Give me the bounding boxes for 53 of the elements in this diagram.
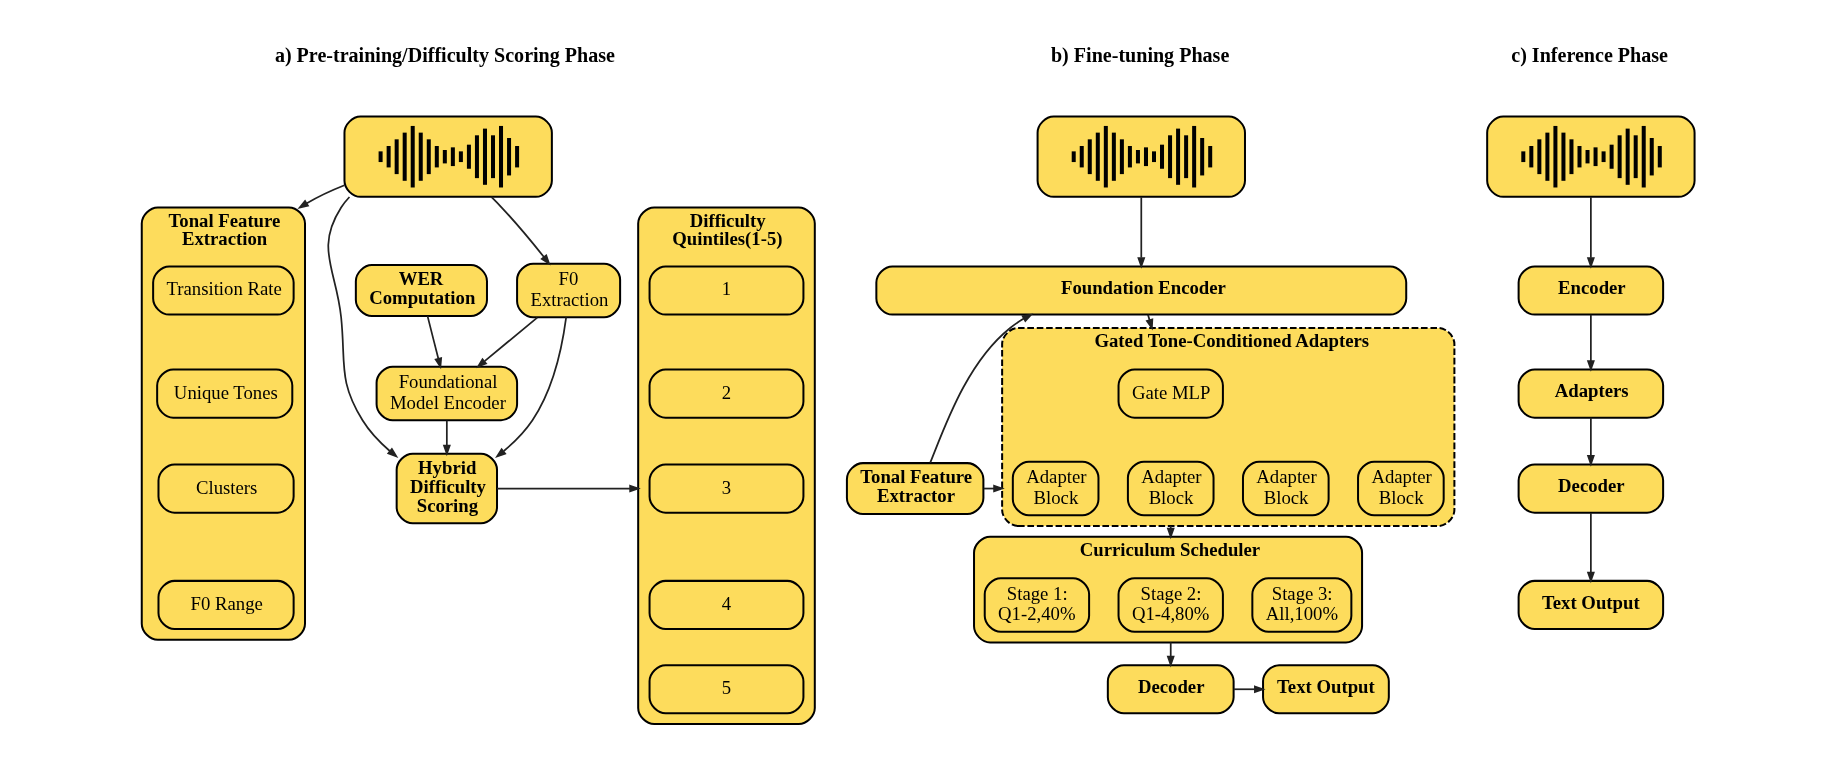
arrow (1166, 525, 1175, 540)
node-box: Transition Rate (151, 265, 295, 316)
arrow (489, 196, 551, 266)
node-box: Text Output (1261, 664, 1390, 715)
node-picture (1485, 115, 1696, 198)
node-picture (342, 115, 553, 198)
node-box: Gate MLP (1117, 368, 1224, 419)
node-box: Adapters (1517, 368, 1664, 419)
node-box: Foundational Model Encoder (375, 365, 518, 422)
node-box: Tonal Feature Extractor (845, 462, 984, 515)
arrow (475, 316, 538, 369)
node-box: Clusters (157, 463, 295, 514)
arrow (296, 184, 345, 209)
node-box: 3 (648, 463, 804, 514)
node-box: F0 Extraction (515, 262, 621, 319)
arrow (928, 313, 1033, 464)
node-box: Adapter Block (1241, 460, 1330, 517)
node-box: Stage 1: Q1-2,40% (983, 577, 1090, 633)
arrow (1232, 685, 1266, 694)
node-box: Adapter Block (1126, 460, 1215, 517)
node-box: 5 (648, 664, 804, 715)
arrow (1586, 512, 1595, 584)
node-box: Foundation Encoder (874, 265, 1407, 316)
node-box: Decoder (1517, 463, 1664, 514)
node-box: Adapter Block (1011, 460, 1099, 517)
node-box: F0 Range (157, 579, 295, 631)
node-box: 2 (648, 368, 804, 419)
arrow (426, 315, 442, 370)
node-box: 4 (648, 579, 804, 631)
arrow (1145, 313, 1153, 331)
node-box: Decoder (1106, 664, 1235, 715)
arrow (494, 316, 567, 459)
arrow (327, 196, 398, 458)
node-box: Stage 2: Q1-4,80% (1117, 577, 1224, 633)
arrow (1136, 196, 1145, 269)
node-box: WER Computation (354, 264, 488, 317)
arrow (442, 419, 451, 457)
node-box: 1 (648, 265, 804, 316)
arrow (495, 484, 641, 493)
node-box: Text Output (1517, 579, 1664, 631)
arrow (1586, 313, 1595, 372)
node-box: Hybrid Difficulty Scoring (395, 452, 498, 525)
label: b) Fine-tuning Phase (1050, 44, 1229, 67)
node-box: Adapter Block (1356, 460, 1445, 517)
node-box: Encoder (1517, 265, 1664, 316)
arrow (1586, 416, 1595, 467)
arrow (1166, 641, 1175, 668)
node-box: Unique Tones (155, 368, 293, 419)
node-picture (1036, 115, 1246, 198)
label: c) Inference Phase (1510, 44, 1668, 67)
arrow (1586, 196, 1595, 269)
node-box: Stage 3: All,100% (1250, 577, 1352, 633)
label: a) Pre-training/Difficulty Scoring Phase (274, 44, 615, 67)
